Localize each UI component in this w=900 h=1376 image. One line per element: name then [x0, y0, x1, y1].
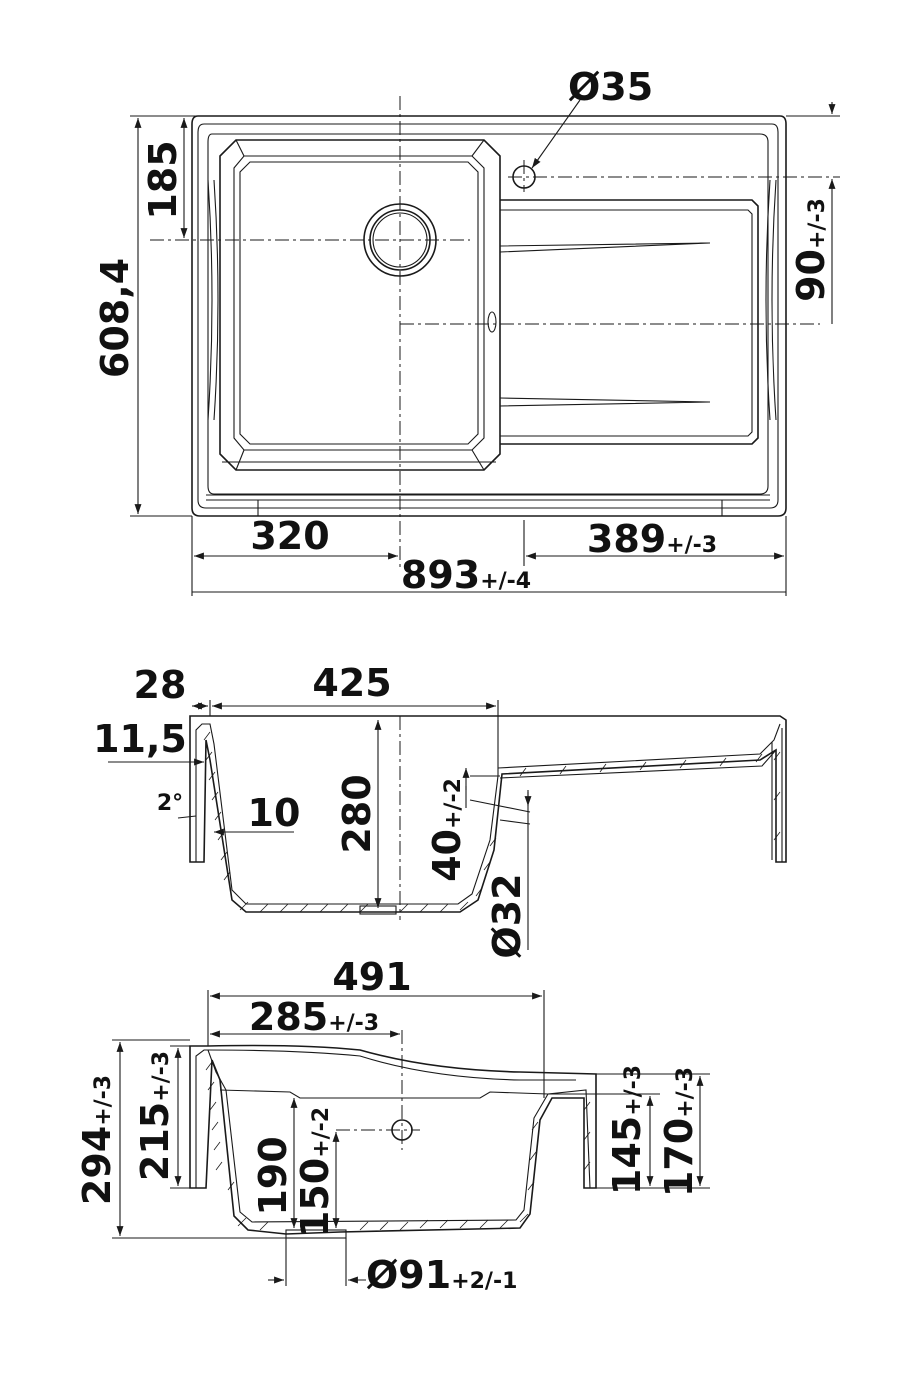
drain-groove-bottom: [499, 397, 711, 407]
label-dim-608: 608,4: [93, 258, 137, 378]
label-dim-389: 389+/-3: [587, 517, 717, 561]
label-dim-28: 28: [134, 663, 187, 707]
label-angle-2deg: 2°: [157, 791, 183, 816]
label-dim-170: 170+/-3: [657, 1067, 701, 1197]
label-dim-893: 893+/-4: [401, 553, 531, 597]
label-dim-11-5: 11,5: [93, 717, 187, 761]
label-dim-425: 425: [312, 661, 391, 705]
label-dim-285: 285+/-3: [249, 995, 379, 1039]
label-dim-90: 90+/-3: [789, 198, 833, 302]
basin-outline: [219, 139, 501, 471]
label-dim-215: 215+/-3: [133, 1051, 177, 1181]
sink-outer-rim: [191, 115, 787, 517]
label-dim-320: 320: [250, 514, 329, 558]
label-dim-491: 491: [332, 955, 411, 999]
top-view: [130, 96, 840, 596]
side-section-view: [108, 700, 787, 950]
drainboard-outline: [500, 199, 759, 445]
label-dim-190: 190: [251, 1136, 295, 1215]
label-hole-diameter: Ø35: [568, 65, 653, 109]
label-dim-32: Ø32: [485, 873, 529, 958]
side-shell-outer: [189, 715, 787, 913]
label-dim-145: 145+/-3: [605, 1065, 649, 1195]
drain-groove-top: [499, 242, 711, 253]
front-shell-outer: [189, 1044, 597, 1235]
label-dim-40: 40+/-2: [425, 778, 469, 882]
label-dim-185: 185: [141, 140, 185, 219]
label-dim-280: 280: [335, 774, 379, 853]
label-dim-150: 150+/-2: [293, 1107, 337, 1237]
label-dim-294: 294+/-3: [75, 1075, 119, 1205]
front-section-view: [112, 990, 710, 1286]
label-dim-91: Ø91+2/-1: [366, 1253, 517, 1297]
label-dim-10: 10: [248, 791, 301, 835]
